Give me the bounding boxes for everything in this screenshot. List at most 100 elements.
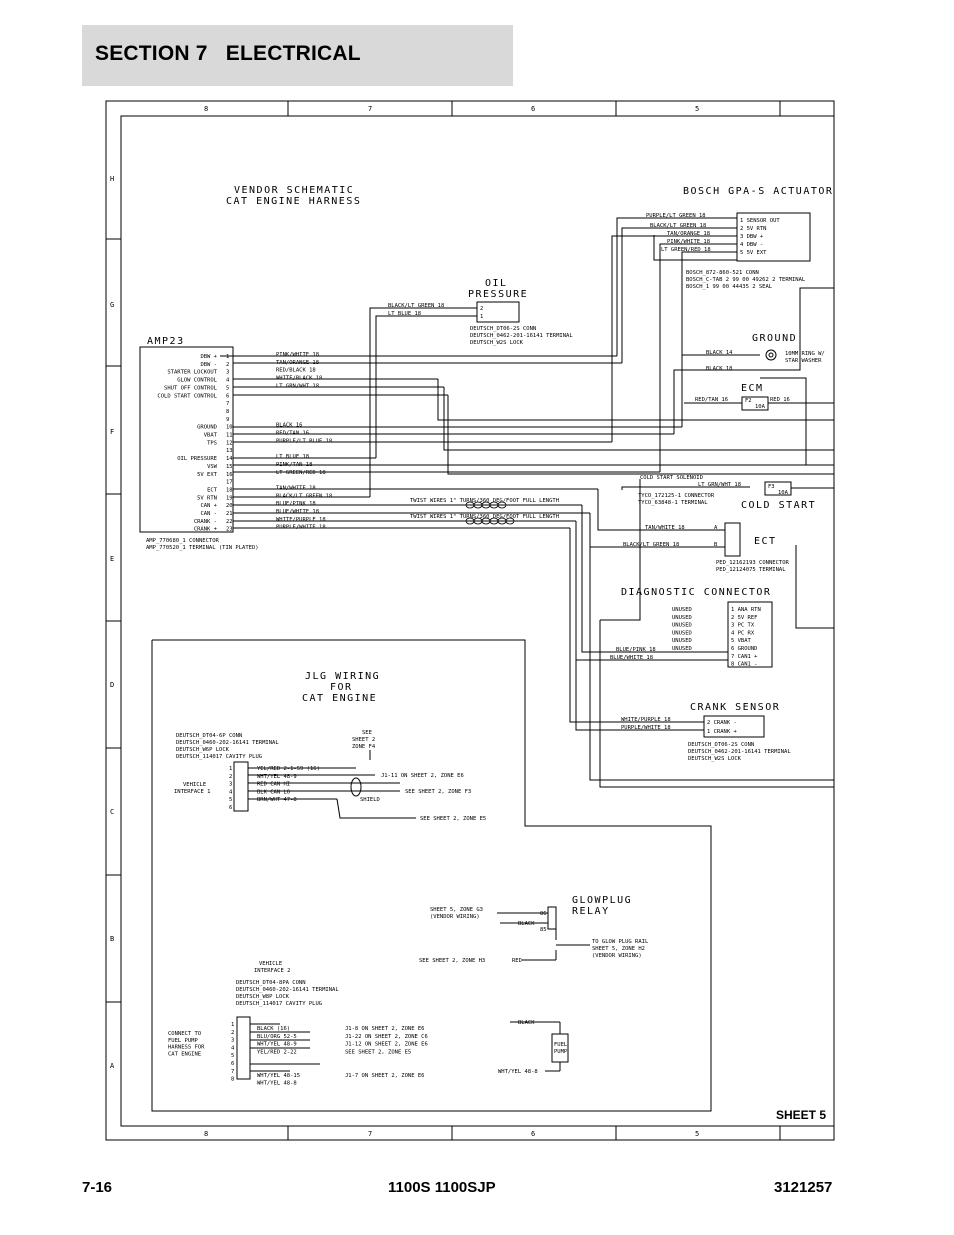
vi2-black: BLACK	[518, 1020, 535, 1026]
vi2-ref: J1-8 ON SHEET 2, ZONE E6	[345, 1026, 424, 1032]
glow-src: SHEET 5, ZONE G3	[430, 907, 483, 913]
vi2-pin: 7	[231, 1069, 234, 1075]
amp-pin-number: 15	[226, 464, 233, 470]
vi1-pin: 4	[229, 789, 233, 795]
vi2-connect: FUEL PUMP	[168, 1038, 198, 1044]
column-label: 6	[531, 1130, 535, 1138]
row-label: B	[110, 935, 114, 943]
amp-pin-function: 5V EXT	[197, 472, 218, 478]
glow-red: RED	[512, 958, 522, 964]
crank-wire: WHITE/PURPLE 18	[621, 717, 671, 723]
vi2-ref: J1-12 ON SHEET 2, ZONE E6	[345, 1042, 428, 1048]
oil-note: DEUTSCH_DT06-2S CONN	[470, 326, 536, 332]
amp-wire-label: TAN/ORANGE 18	[276, 360, 319, 366]
row-label: D	[110, 681, 114, 689]
vi1-ref: SEE SHEET 2, ZONE E5	[420, 816, 486, 822]
amp-note: AMP_770680_1 CONNECTOR	[146, 538, 220, 544]
bosch-note: BOSCH_872-860-521 CONN	[686, 270, 759, 276]
amp-pin-function: TPS	[207, 440, 217, 446]
ecm-wire: RED/TAN 16	[695, 397, 728, 403]
crank-pin: 2 CRANK -	[707, 720, 737, 726]
vi2-label: INTERFACE 2	[254, 968, 290, 974]
glow-pin: 86	[540, 911, 547, 917]
bosch-wire: PINK/WHITE 18	[667, 239, 710, 245]
amp-pin-number: 9	[226, 417, 229, 423]
amp-pin-number: 16	[226, 472, 233, 478]
amp-wire-label: LT GREEN/RED 18	[276, 470, 326, 476]
row-label: C	[110, 808, 114, 816]
column-label: 8	[204, 1130, 208, 1138]
glow-src: (VENDOR WIRING)	[430, 914, 480, 920]
ect-wire: BLACK/LT GREEN 18	[623, 542, 679, 548]
cold-label: COLD START SOLENOID	[640, 475, 703, 481]
see-label: SHEET 2	[352, 737, 375, 743]
amp-pin-number: 5	[226, 385, 229, 391]
amp-pin-number: 21	[226, 511, 233, 517]
ecm-title: ECM	[741, 383, 764, 394]
amp-pin-function: DBW -	[200, 362, 217, 368]
bosch-wire: TAN/ORANGE 18	[667, 231, 710, 237]
pump-label: PUMP	[554, 1049, 568, 1055]
vi1-note: DEUTSCH_0460-202-16141 TERMINAL	[176, 740, 279, 746]
cold-note: TYCO_63848-1 TERMINAL	[638, 500, 708, 506]
vi2-wht: WHT/YEL 48-8	[498, 1069, 538, 1075]
amp-pin-function: STARTER LOCKOUT	[167, 370, 217, 376]
column-label: 7	[368, 105, 372, 113]
vi2-connect: CAT ENGINE	[168, 1051, 201, 1057]
diag-unused: UNUSED	[672, 623, 692, 629]
row-label: F	[110, 428, 114, 436]
vi2-wire: WHT/YEL 48-15	[257, 1073, 300, 1079]
diag-unused: UNUSED	[672, 607, 692, 613]
see-label: ZONE F4	[352, 744, 376, 750]
glow-out: TO GLOW PLUG RAIL	[592, 939, 649, 945]
amp-pin-number: 17	[226, 480, 233, 486]
vendor-title: VENDOR SCHEMATIC	[234, 185, 354, 196]
diag-wire: BLUE/WHITE 18	[610, 655, 653, 661]
vi2-ref: SEE SHEET 2, ZONE E5	[345, 1049, 411, 1055]
amp-pin-number: 19	[226, 495, 233, 501]
amp-pin-function: 5V RTN	[197, 495, 217, 501]
oil-title: OIL	[485, 278, 508, 289]
amp-pin-number: 12	[226, 440, 233, 446]
diag-pin: 7 CAN1 +	[731, 654, 758, 660]
amp-wire-label: BLACK 16	[276, 423, 303, 429]
amp-wire-label: PINK/WHITE 18	[276, 352, 319, 358]
row-label: H	[110, 175, 114, 183]
glow-black: BLACK	[518, 921, 535, 927]
crank-note: DEUTSCH_W2S LOCK	[688, 756, 742, 762]
vi2-label: VEHICLE	[259, 961, 282, 967]
amp-wire-label: LT BLUE 18	[276, 454, 309, 460]
see-label: SEE	[362, 730, 372, 736]
bosch-pin: 3 DBW +	[740, 234, 764, 240]
amp-pin-function: CRANK +	[194, 527, 218, 533]
sheet-label: SHEET 5	[776, 1108, 826, 1122]
bosch-pin: 5 5V EXT	[740, 250, 767, 256]
vi1-wire: BRN/WHT 47-8	[257, 797, 297, 803]
oil-wire: LT BLUE 18	[388, 311, 421, 317]
bosch-note: BOSCH_C-TAB 2 99 00 49262 2 TERMINAL	[686, 277, 806, 283]
vi2-note: DEUTSCH_W8P LOCK	[236, 994, 290, 1000]
twist-label: TWIST WIRES 1" TURNS/360 DEG/FOOT FULL L…	[410, 498, 559, 504]
vi1-ref: SEE SHEET 2, ZONE F3	[405, 789, 471, 795]
amp-pin-function: DBW +	[200, 354, 217, 360]
pump-label: FUEL	[554, 1042, 568, 1048]
amp-pin-number: 11	[226, 433, 233, 439]
amp-pin-number: 2	[226, 362, 229, 368]
vi1-wire: RED CAN HI	[257, 782, 290, 788]
ect-note: PED_12162193 CONNECTOR	[716, 560, 790, 566]
twist-label: TWIST WIRES 1" TURNS/360 DEG/FOOT FULL L…	[410, 514, 559, 520]
glow-out: (VENDOR WIRING)	[592, 953, 642, 959]
oil-pin: 2	[480, 306, 483, 312]
diag-pin: 6 GROUND	[731, 646, 758, 652]
amp-pin-number: 13	[226, 448, 233, 454]
oil-subtitle: PRESSURE	[468, 289, 528, 300]
vi1-pin: 2	[229, 774, 232, 780]
amp-wire-label: WHITE/BLACK 18	[276, 376, 322, 382]
ect-title: ECT	[754, 536, 777, 547]
bosch-title: BOSCH GPA-S ACTUATOR	[683, 186, 833, 197]
crank-title: CRANK SENSOR	[690, 702, 780, 713]
diag-unused: UNUSED	[672, 638, 692, 644]
amp-pin-number: 7	[226, 401, 229, 407]
vendor-subtitle: CAT ENGINE HARNESS	[226, 196, 361, 207]
